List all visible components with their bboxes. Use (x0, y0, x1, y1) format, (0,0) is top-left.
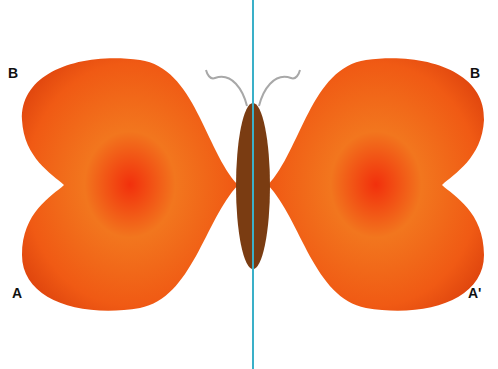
point-label: B (470, 66, 480, 80)
point-label: B (8, 66, 18, 80)
right-wing (268, 58, 484, 310)
point-label: A' (468, 286, 481, 300)
antenna (259, 70, 300, 106)
symmetry-line (252, 0, 254, 369)
antenna (206, 70, 247, 106)
point-label: A (12, 286, 22, 300)
left-wing (22, 58, 238, 310)
